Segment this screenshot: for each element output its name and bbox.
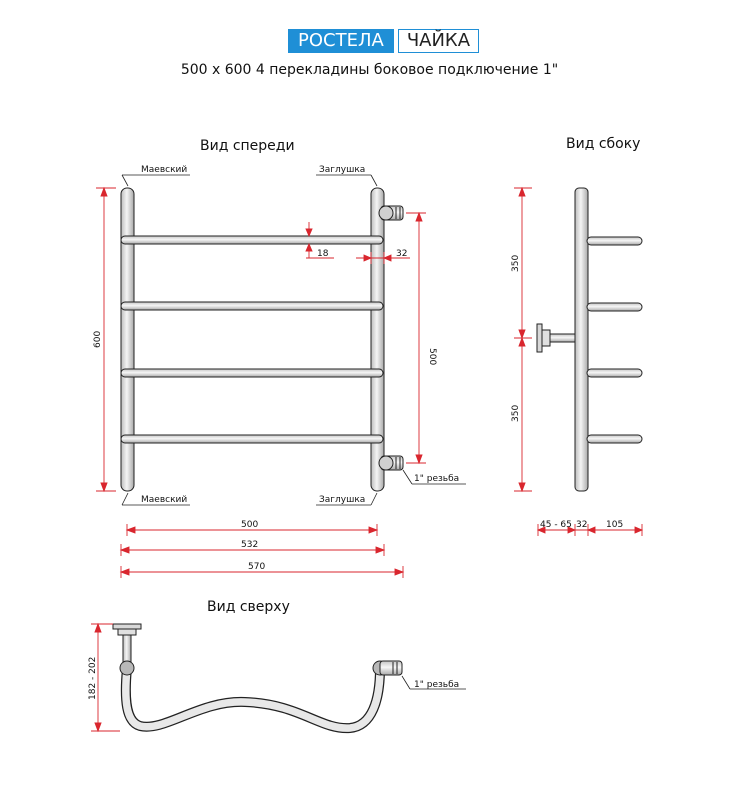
dim-105: 105	[606, 520, 623, 530]
brand-logo: РОСТЕЛА ЧАЙКА	[288, 29, 480, 53]
crossbar-2	[120, 301, 384, 311]
label-thread-top: 1" резьба	[414, 680, 459, 690]
dim-500-vertical: 500	[427, 348, 437, 365]
dim-45-65: 45 - 65	[540, 520, 572, 530]
label-mayevsky-bottom: Маевский	[141, 495, 187, 505]
top-wall-plate	[112, 623, 142, 630]
crossbar-1	[120, 235, 384, 245]
side-rail	[574, 187, 589, 492]
wall-bracket	[536, 323, 576, 353]
top-dimensions	[91, 622, 120, 733]
front-view-title: Вид спереди	[200, 138, 295, 154]
top-view-title: Вид сверху	[207, 599, 290, 615]
bottom-fitting	[378, 455, 404, 471]
side-bar-1	[586, 236, 643, 246]
side-bar-2	[586, 302, 643, 312]
left-rail	[120, 187, 135, 492]
label-mayevsky-top: Маевский	[141, 165, 187, 175]
crossbar-3	[120, 368, 384, 378]
dim-350-bottom: 350	[511, 405, 521, 422]
label-plug-top: Заглушка	[319, 165, 365, 175]
dim-18: 18	[317, 249, 329, 259]
side-view	[536, 187, 643, 492]
subtitle: 500 x 600 4 перекладины боковое подключе…	[180, 62, 559, 78]
dim-532: 532	[241, 540, 258, 550]
crossbar-4	[120, 434, 384, 444]
top-bar-outline	[120, 663, 385, 734]
side-bar-3	[586, 368, 643, 378]
dim-32: 32	[396, 249, 407, 259]
top-view: 1" резьба	[112, 623, 466, 734]
dim-182-202: 182 - 202	[88, 657, 98, 700]
top-bar	[122, 664, 384, 732]
front-dimensions	[96, 186, 426, 578]
dim-570: 570	[248, 562, 265, 572]
side-bar-4	[586, 434, 643, 444]
brand-right: ЧАЙКА	[397, 29, 480, 53]
dim-600: 600	[93, 331, 103, 348]
front-view: Маевский Заглушка Маевский Заглушка 1" р…	[120, 165, 466, 506]
label-plug-bottom: Заглушка	[319, 495, 365, 505]
side-view-title: Вид сбоку	[566, 136, 640, 152]
brand-left: РОСТЕЛА	[288, 29, 394, 53]
dim-500: 500	[241, 520, 258, 530]
dim-350-top: 350	[511, 255, 521, 272]
top-left-rail-section	[119, 660, 135, 676]
side-dimensions	[514, 186, 644, 536]
right-rail	[370, 187, 385, 492]
dim-32-side: 32	[576, 520, 587, 530]
label-thread-front: 1" резьба	[414, 474, 459, 484]
top-fitting	[378, 205, 404, 221]
top-fitting-thread	[379, 660, 403, 676]
